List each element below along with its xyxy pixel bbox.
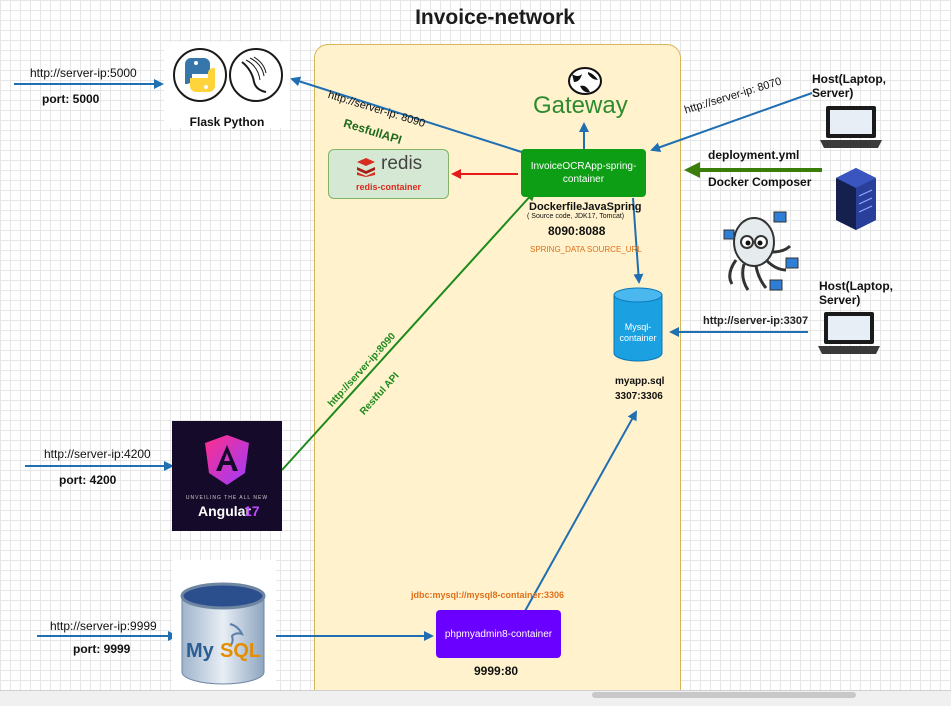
mysql-logo-text-my: My — [186, 640, 214, 662]
flask-python-card: Flask Python — [164, 42, 290, 129]
spring-env: SPRING_DATA SOURCE_URL — [530, 245, 642, 254]
host-mid-url: http://server-ip:3307 — [703, 315, 809, 327]
host-top-label-2: Server) — [812, 86, 854, 100]
redis-container: redis redis-container — [328, 149, 449, 199]
diagram-title: Invoice-network — [415, 6, 575, 29]
deploy-tool-label: Docker Composer — [708, 175, 812, 189]
deploy-file-label: deployment.yml — [708, 148, 800, 162]
angular-version: 17 — [244, 503, 260, 519]
phpmyadmin-label: phpmyadmin8-container — [444, 628, 553, 640]
spring-label-2: container — [562, 174, 605, 185]
server-icon — [836, 168, 876, 230]
angular-tagline: UNVEILING THE ALL NEW — [185, 495, 269, 501]
spring-to-mysql-arrow — [632, 197, 644, 284]
mysql-file: myapp.sql — [615, 376, 665, 387]
angular-card: UNVEILING THE ALL NEW Angular 17 — [172, 421, 282, 531]
scrollbar-thumb[interactable] — [592, 692, 856, 698]
gateway-logo-icon — [568, 67, 602, 95]
angular-to-spring-arrow — [281, 190, 536, 471]
mysql-logo-url: http://server-ip:9999 — [50, 619, 157, 633]
host-to-spring-arrow — [650, 92, 813, 153]
spring-container: InvoiceOCRApp-spring- container — [521, 149, 646, 197]
host-mid-label-1: Host(Laptop, — [819, 279, 893, 293]
spring-label-1: InvoiceOCRApp-spring- — [530, 161, 637, 172]
mysql-label-2: container — [619, 333, 657, 343]
spring-ports: 8090:8088 — [548, 224, 606, 238]
phpmyadmin-container: phpmyadmin8-container — [436, 610, 561, 658]
mysql-container-label: Mysql- container — [612, 322, 664, 344]
gateway-label: Gateway — [533, 92, 628, 119]
flask-port-label: port: 5000 — [42, 92, 100, 106]
spring-dockerfile-sub: ( Source code, JDK17, Tomcat) — [527, 213, 625, 220]
flask-python-label: Flask Python — [189, 115, 265, 129]
mysql-label-1: Mysql- — [624, 322, 652, 332]
redis-logo-text: redis — [381, 153, 423, 174]
angular-url-label: http://server-ip:4200 — [44, 447, 151, 461]
mysql-ports: 3307:3306 — [615, 391, 663, 402]
mysql-logo-port: port: 9999 — [73, 642, 131, 656]
phpmyadmin-ports: 9999:80 — [474, 664, 519, 678]
python-logo-icon — [173, 48, 283, 102]
host-mid-label-2: Server) — [819, 293, 861, 307]
mysql-container-cylinder — [613, 287, 663, 362]
flask-url-label: http://server-ip:5000 — [30, 66, 137, 80]
laptop-icon — [818, 312, 880, 354]
angular-logo-icon — [205, 435, 249, 485]
angular-name: Angular — [198, 503, 251, 519]
phpmyadmin-to-mysql-arrow — [519, 410, 637, 621]
spring-to-flask-arrow — [290, 76, 529, 155]
mysql-logo-card: My SQL — [172, 560, 276, 690]
laptop-icon — [820, 106, 882, 148]
docker-compose-octopus-icon — [723, 211, 799, 291]
redis-label: redis-container — [355, 182, 422, 192]
host-top-label-1: Host(Laptop, — [812, 72, 886, 86]
mysql-logo-text-sql: SQL — [220, 640, 262, 662]
mysql-database-icon — [180, 582, 266, 685]
redis-logo-icon — [357, 158, 375, 177]
angular-port-label: port: 4200 — [59, 473, 117, 487]
spring-dockerfile: DockerfileJavaSpring — [529, 201, 642, 213]
flask-logo-icon — [229, 48, 283, 102]
phpmyadmin-jdbc: jdbc:mysql://mysql8-container:3306 — [411, 590, 565, 600]
